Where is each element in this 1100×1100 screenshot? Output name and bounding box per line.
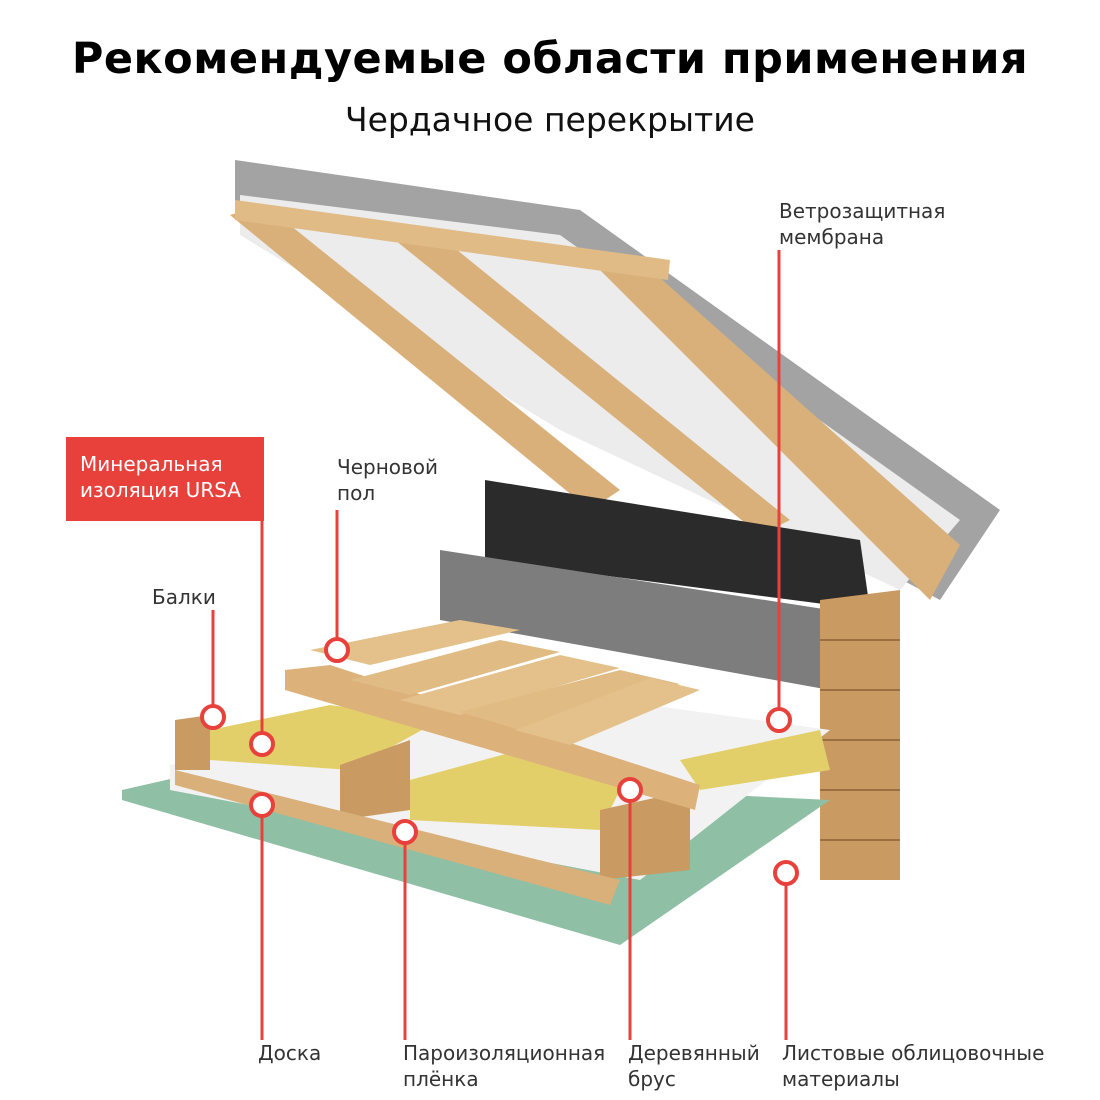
label-line: Листовые облицовочные xyxy=(782,1041,1045,1065)
marker-sheet-materials xyxy=(773,860,799,886)
label-line: Минеральная xyxy=(80,452,223,476)
label-line: Пароизоляционная xyxy=(403,1041,606,1065)
label-wind-membrane: Ветрозащитная мембрана xyxy=(779,198,945,250)
timber-bar xyxy=(285,665,700,810)
wall-timber xyxy=(820,590,900,880)
marker-vapor-film xyxy=(392,819,418,845)
marker-wind-membrane xyxy=(766,707,792,733)
beam xyxy=(600,790,690,880)
wall-grey xyxy=(440,550,830,690)
insulation-back xyxy=(680,730,830,790)
label-line: Деревянный xyxy=(628,1041,760,1065)
board xyxy=(310,620,520,665)
label-line: Черновой xyxy=(337,455,439,479)
label-line: плёнка xyxy=(403,1067,479,1091)
marker-board xyxy=(249,792,275,818)
page-subtitle: Чердачное перекрытие xyxy=(344,100,755,139)
board xyxy=(515,678,700,745)
label-line: брус xyxy=(628,1067,676,1091)
label-line: материалы xyxy=(782,1067,900,1091)
label-mineral-insulation: Минеральная изоляция URSA xyxy=(66,437,264,521)
label-line: пол xyxy=(337,481,376,505)
marker-timber xyxy=(617,777,643,803)
label-line: Ветрозащитная xyxy=(779,199,946,223)
label-timber: Деревянный брус xyxy=(628,1040,760,1092)
board xyxy=(400,655,620,715)
label-vapor-film: Пароизоляционная плёнка xyxy=(403,1040,605,1092)
label-board: Доска xyxy=(258,1041,322,1065)
marker-mineral-insulation xyxy=(249,731,275,757)
wall-black-top xyxy=(485,480,870,610)
batten xyxy=(235,200,670,280)
label-beams: Балки xyxy=(152,585,216,609)
board xyxy=(460,670,680,730)
rafter xyxy=(230,205,620,510)
beam xyxy=(340,740,410,820)
label-line: мембрана xyxy=(779,225,885,249)
beam xyxy=(175,715,210,770)
label-subfloor: Черновой пол xyxy=(337,454,438,506)
label-line: изоляция URSA xyxy=(80,478,241,502)
marker-beams xyxy=(200,704,226,730)
marker-subfloor xyxy=(324,637,350,663)
board xyxy=(350,640,560,695)
label-sheet-materials: Листовые облицовочные материалы xyxy=(782,1040,1044,1092)
page-title: Рекомендуемые области применения xyxy=(71,34,1029,84)
rafter xyxy=(395,228,790,535)
